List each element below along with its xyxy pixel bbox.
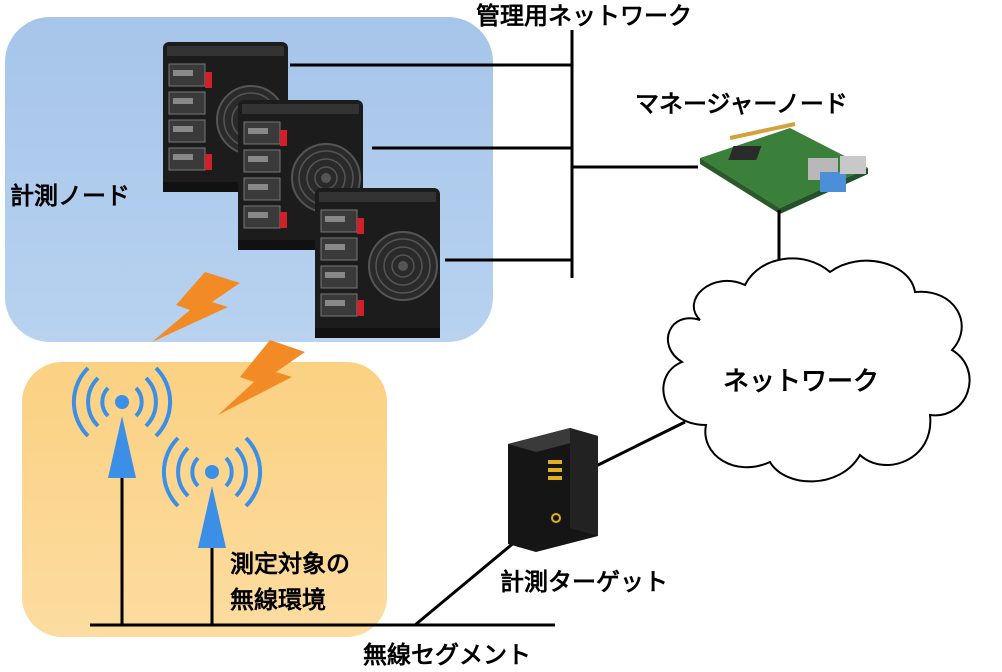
lightning-bolt-icon xyxy=(218,340,305,415)
wireless-environment-area xyxy=(22,362,387,637)
wireless-environment-label-line2: 無線環境 xyxy=(230,586,326,614)
wireless-environment-label-line1: 測定対象の xyxy=(230,550,350,578)
cloud-icon xyxy=(662,257,971,483)
management-network-lines xyxy=(290,30,698,278)
measurement-node-label: 計測ノード xyxy=(10,182,130,210)
measurement-target-label: 計測ターゲット xyxy=(500,568,668,596)
wireless-segment-lines xyxy=(90,478,555,627)
server-unit-icon xyxy=(314,187,441,339)
manager-node-label: マネージャーノード xyxy=(635,90,848,118)
tower-pc-icon xyxy=(508,428,598,552)
wireless-segment-label: 無線セグメント xyxy=(363,641,531,669)
raspberry-pi-board-icon xyxy=(700,122,868,214)
network-label: ネットワーク xyxy=(723,367,879,397)
management-network-label: 管理用ネットワーク xyxy=(476,2,692,30)
target-to-network-line xyxy=(591,420,686,470)
lightning-bolt-icon xyxy=(152,272,240,342)
